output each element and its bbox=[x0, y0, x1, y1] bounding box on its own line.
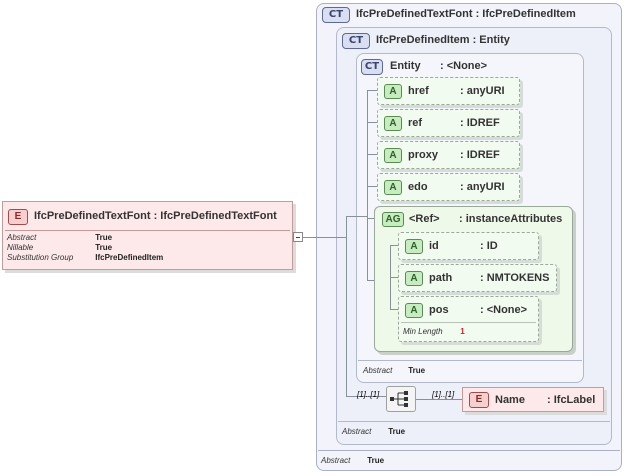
connector-line bbox=[367, 186, 377, 187]
attribute-name: edo bbox=[408, 181, 428, 193]
attribute-type: : NMTOKENS bbox=[480, 272, 550, 284]
connector-line bbox=[346, 216, 347, 397]
entity-name: Entity bbox=[390, 60, 421, 72]
attribute-icon: A bbox=[384, 148, 402, 163]
entity-type: : <None> bbox=[440, 60, 488, 72]
attribute-icon: A bbox=[405, 239, 423, 254]
attribute-type: : anyURI bbox=[460, 85, 505, 97]
attribute-name: ref bbox=[408, 117, 423, 129]
attribute-type: : <None> bbox=[480, 304, 528, 316]
attribute-type: : IDREF bbox=[460, 117, 500, 129]
attribute-name: id bbox=[429, 240, 439, 252]
middle-footer-divider bbox=[338, 421, 610, 422]
connector-line bbox=[346, 396, 386, 397]
attribute-icon: A bbox=[384, 180, 402, 195]
entity-footer-divider bbox=[358, 360, 582, 361]
complex-type-icon: CT bbox=[322, 7, 350, 23]
connector-line bbox=[367, 122, 377, 123]
connector-line bbox=[346, 216, 368, 217]
attribute-icon: A bbox=[384, 84, 402, 99]
attribute-name: pos bbox=[429, 304, 449, 316]
connector-line bbox=[303, 237, 347, 238]
middle-type-title: IfcPreDefinedItem : Entity bbox=[376, 34, 510, 46]
attribute-href[interactable]: A href : anyURI bbox=[377, 77, 520, 105]
attribute-edo[interactable]: A edo : anyURI bbox=[377, 173, 520, 201]
attribute-type: : anyURI bbox=[460, 181, 505, 193]
attribute-icon: A bbox=[405, 303, 423, 318]
attribute-name: proxy bbox=[408, 149, 438, 161]
element-type-label: : IfcLabel bbox=[547, 394, 596, 406]
sequence-icon bbox=[390, 391, 408, 407]
element-icon: E bbox=[469, 392, 489, 408]
connector-line bbox=[367, 280, 377, 281]
connector-line bbox=[367, 154, 377, 155]
facet-divider bbox=[401, 322, 536, 323]
complex-type-icon: CT bbox=[361, 59, 383, 75]
attribute-path[interactable]: A path : NMTOKENS bbox=[398, 264, 557, 292]
attribute-name: path bbox=[429, 272, 453, 284]
element-name-label: Name bbox=[495, 394, 525, 406]
root-prop-substitution-group: Substitution Group IfcPreDefinedItem bbox=[7, 253, 164, 262]
connector-line bbox=[390, 277, 398, 278]
collapse-toggle[interactable] bbox=[293, 232, 303, 242]
root-divider bbox=[5, 230, 290, 231]
sequence-multiplicity-right: [1]..[1] bbox=[432, 390, 455, 399]
element-name[interactable]: E Name : IfcLabel bbox=[462, 387, 604, 412]
connector-line bbox=[367, 90, 368, 280]
sequence-compositor[interactable] bbox=[386, 386, 416, 412]
sequence-multiplicity-left: [1]..[1] bbox=[357, 390, 380, 399]
attribute-type: : IDREF bbox=[460, 149, 500, 161]
entity-abstract: Abstract True bbox=[363, 366, 426, 375]
facet-min-length: Min Length 1 bbox=[403, 327, 465, 336]
outer-abstract: Abstract True bbox=[321, 456, 385, 465]
root-prop-abstract: Abstract True bbox=[7, 233, 113, 242]
attribute-id[interactable]: A id : ID bbox=[398, 232, 539, 260]
attribute-icon: A bbox=[405, 271, 423, 286]
connector-line bbox=[390, 309, 398, 310]
attribute-group-icon: AG bbox=[382, 212, 404, 227]
attribute-type: : ID bbox=[480, 240, 498, 252]
attribute-group-type: : instanceAttributes bbox=[459, 213, 563, 225]
connector-line bbox=[416, 399, 462, 400]
complex-type-icon: CT bbox=[342, 33, 370, 49]
connector-line bbox=[367, 218, 377, 219]
attribute-group-name: <Ref> bbox=[409, 213, 440, 225]
minus-icon bbox=[296, 237, 300, 238]
attribute-name: href bbox=[408, 85, 429, 97]
attribute-ref[interactable]: A ref : IDREF bbox=[377, 109, 520, 137]
connector-line bbox=[390, 245, 398, 246]
attribute-proxy[interactable]: A proxy : IDREF bbox=[377, 141, 520, 169]
middle-abstract: Abstract True bbox=[342, 427, 406, 436]
attribute-pos[interactable]: A pos : <None> Min Length 1 bbox=[398, 296, 539, 342]
root-element[interactable]: E IfcPreDefinedTextFont : IfcPreDefinedT… bbox=[2, 201, 293, 270]
element-icon: E bbox=[8, 209, 28, 225]
outer-type-title: IfcPreDefinedTextFont : IfcPreDefinedIte… bbox=[356, 8, 576, 20]
root-prop-nillable: Nillable True bbox=[7, 243, 113, 252]
attribute-icon: A bbox=[384, 116, 402, 131]
outer-footer-divider bbox=[318, 450, 620, 451]
root-element-title: IfcPreDefinedTextFont : IfcPreDefinedTex… bbox=[34, 210, 277, 222]
connector-line bbox=[367, 90, 377, 91]
